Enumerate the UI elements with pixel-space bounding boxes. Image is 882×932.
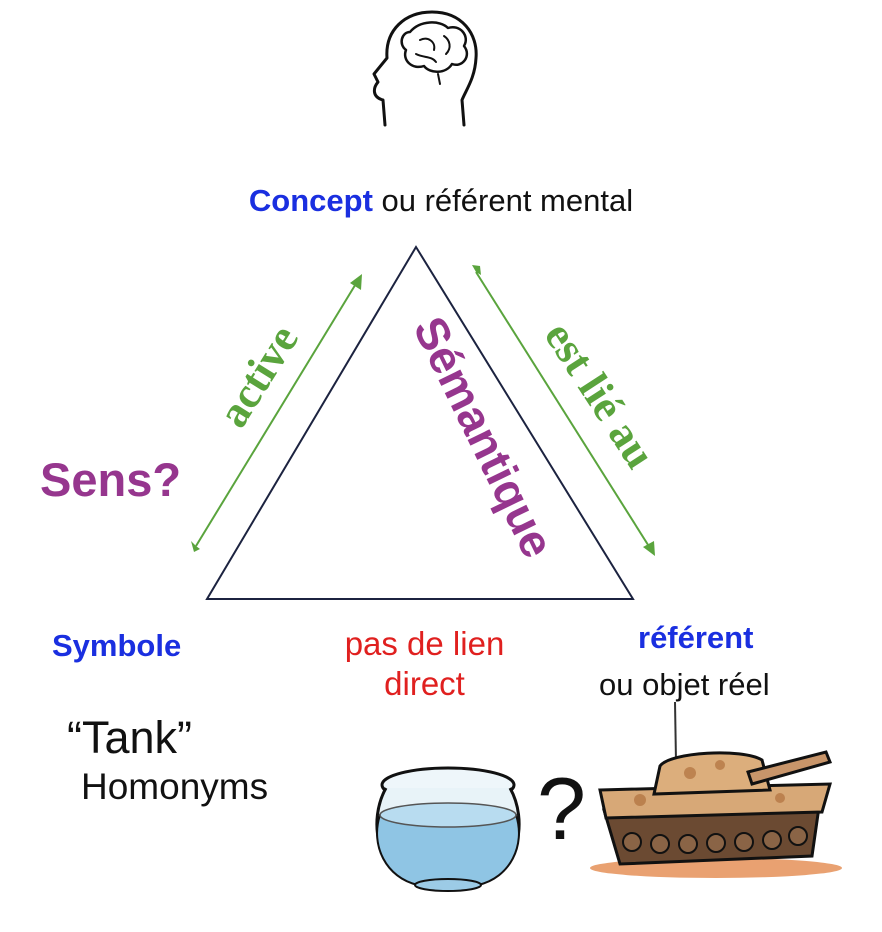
arrow-est-lie-au	[472, 265, 655, 556]
question-mark: ?	[537, 759, 586, 858]
fishbowl-icon	[375, 766, 521, 892]
no-direct-link-label: pas de lien direct	[344, 625, 505, 702]
arrow-active	[191, 274, 362, 552]
tank-icon	[590, 701, 842, 878]
concept-label: Concept ou référent mental	[0, 183, 882, 219]
tank-word-label: “Tank”	[67, 712, 193, 763]
homonyms-label: Homonyms	[81, 766, 269, 807]
concept-rest: ou référent mental	[372, 183, 634, 218]
sens-label: Sens?	[40, 453, 182, 506]
real-object-label: ou objet réel	[599, 667, 770, 702]
symbole-label: Symbole	[52, 628, 182, 663]
concept-word: Concept	[248, 183, 373, 218]
head-brain-icon	[372, 10, 478, 127]
semiotic-triangle	[205, 245, 635, 600]
referent-label: référent	[638, 620, 754, 655]
